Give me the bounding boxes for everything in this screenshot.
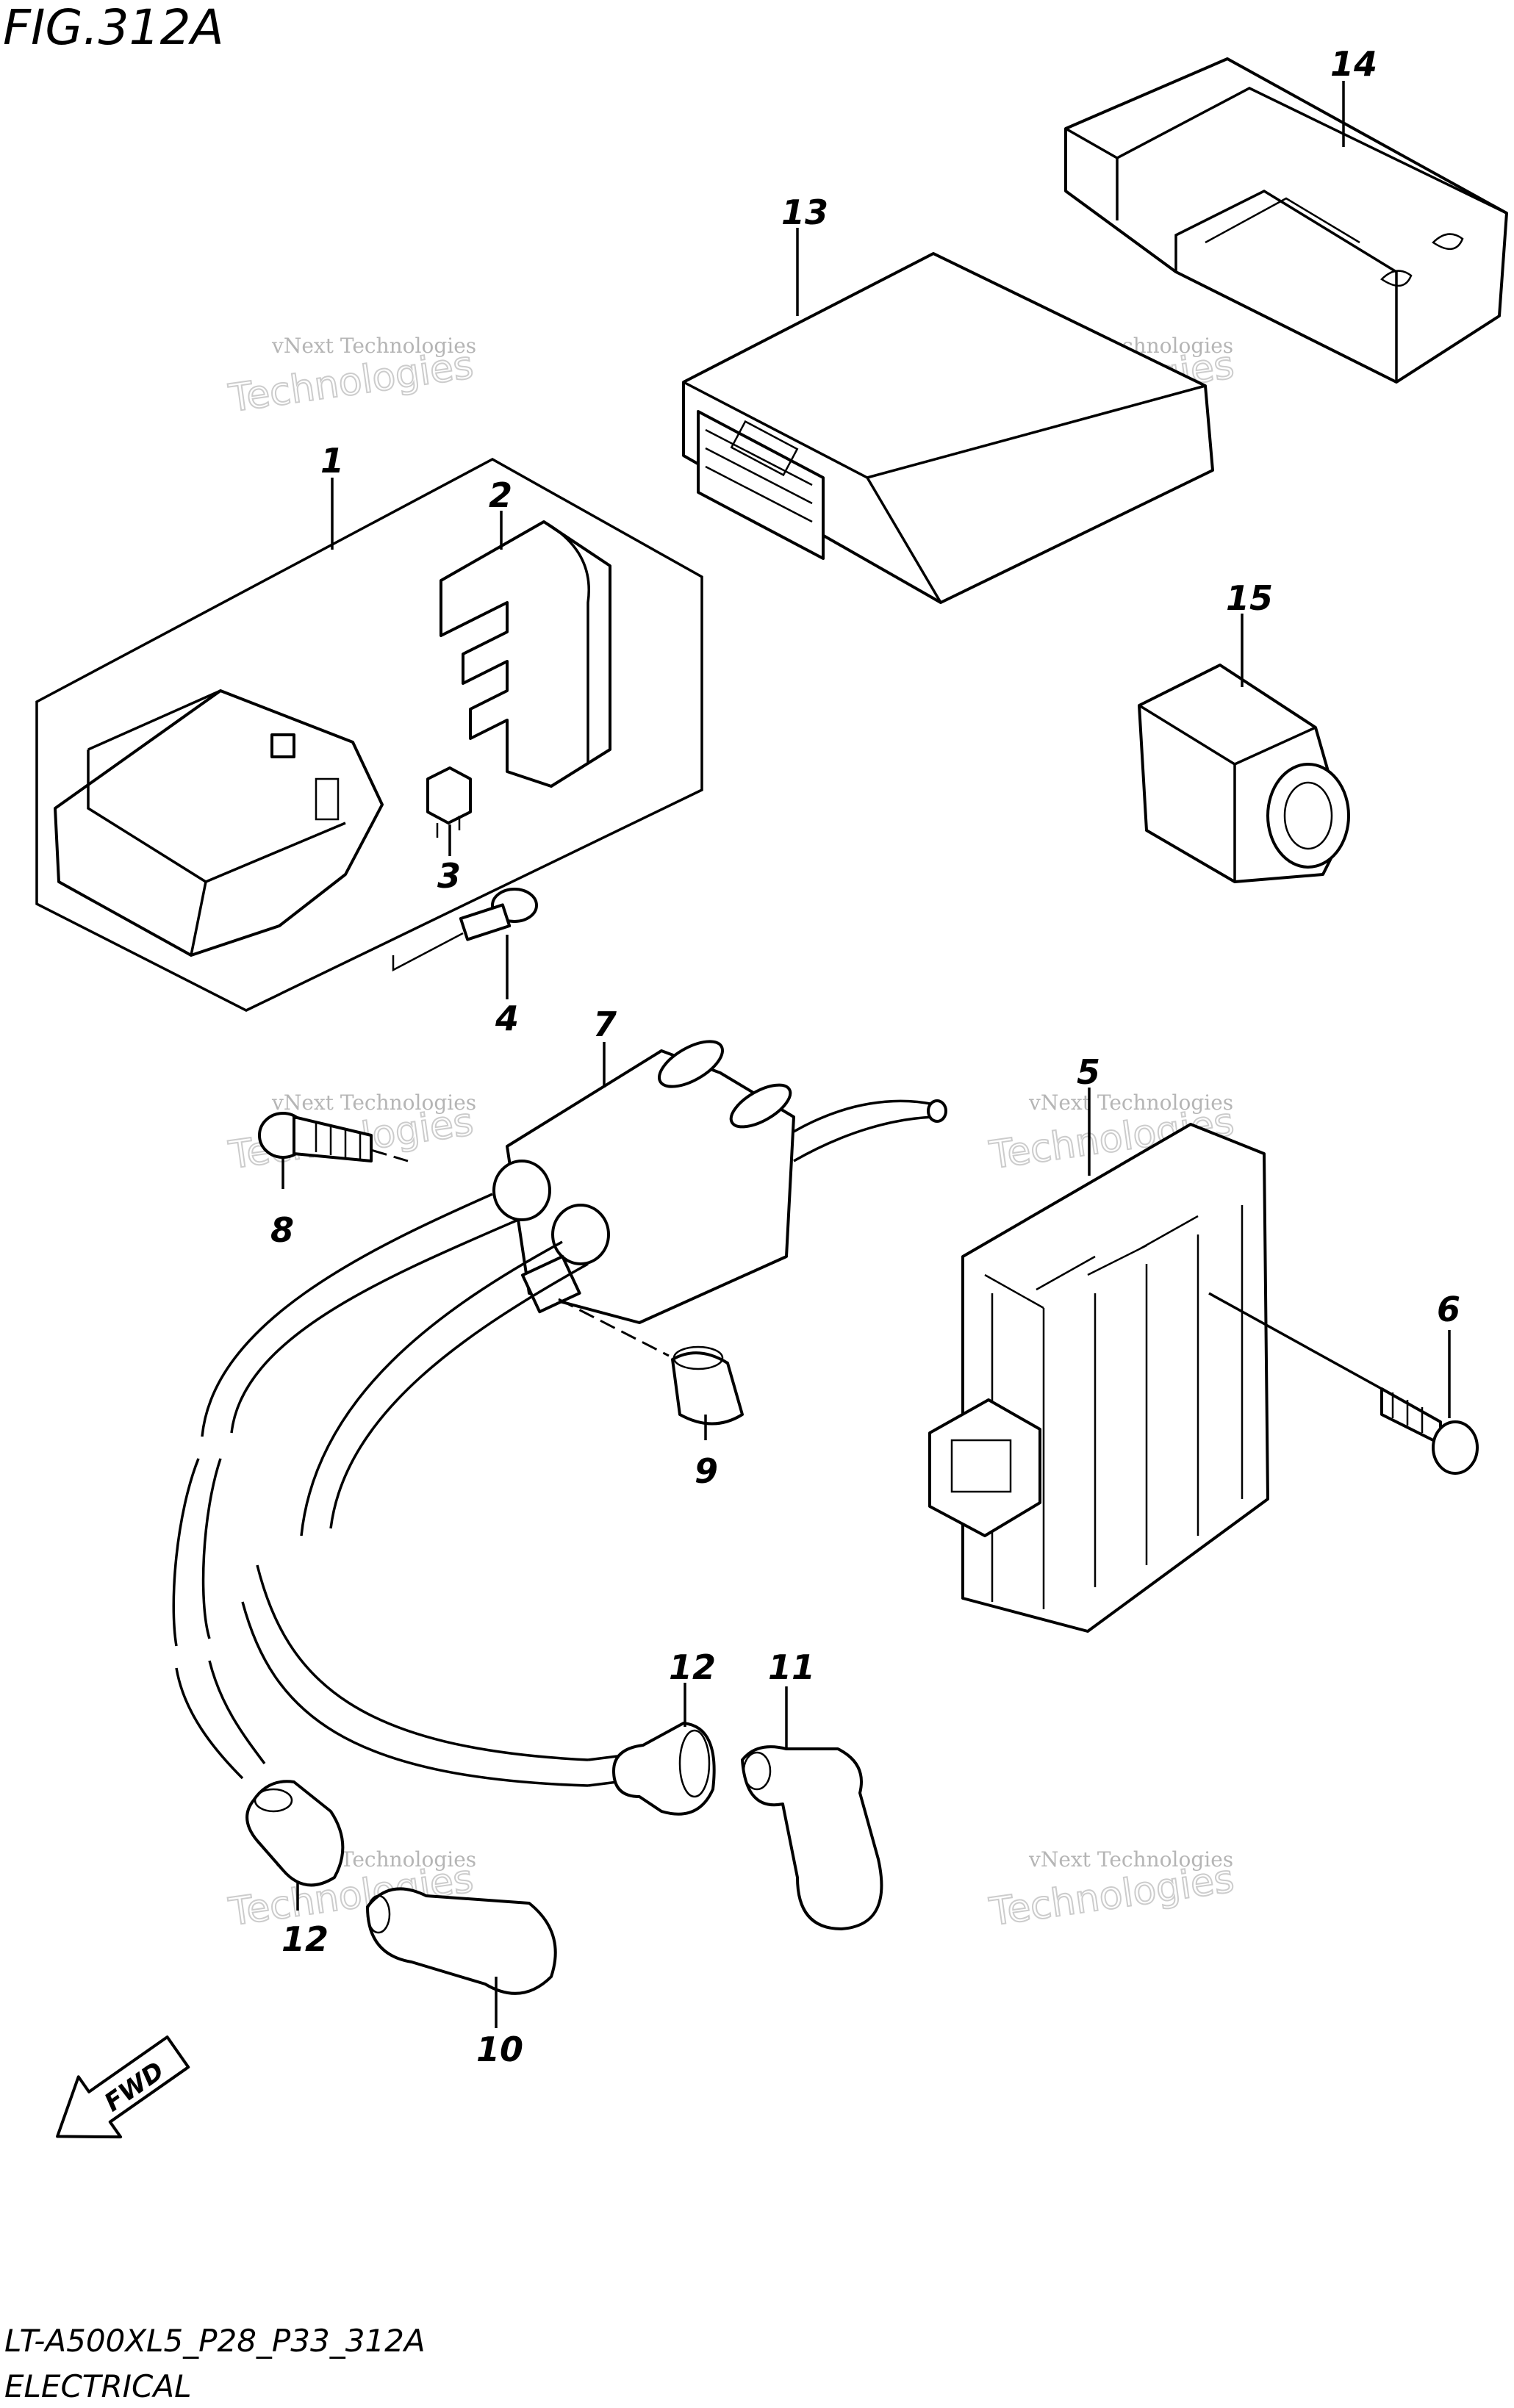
part-9-collar[interactable] xyxy=(671,1345,744,1426)
callout-5: 5 xyxy=(1077,1052,1100,1092)
part-8-bolt[interactable] xyxy=(258,1112,373,1162)
part-2-fuse-holder[interactable] xyxy=(440,520,611,788)
part-12-boot-seal[interactable] xyxy=(612,1722,716,1816)
callout-14: 14 xyxy=(1330,44,1377,84)
figure-code: LT-A500XL5_P28_P33_312A xyxy=(4,2323,426,2359)
part-1-starter-relay[interactable] xyxy=(54,689,384,957)
callout-1: 1 xyxy=(320,441,344,481)
callout-7: 7 xyxy=(593,1004,617,1044)
callout-9: 9 xyxy=(695,1451,718,1491)
part-13-ecm[interactable] xyxy=(682,252,1214,604)
part-7-ignition-coil[interactable] xyxy=(492,1032,797,1324)
figure-title: FIG.312A xyxy=(3,0,224,56)
watermark-text: vNext Technologies xyxy=(271,334,476,358)
figure-section: ELECTRICAL xyxy=(4,2368,191,2404)
part-10-plug-cap[interactable] xyxy=(366,1887,557,1995)
part-11-plug-cap[interactable] xyxy=(741,1745,883,1930)
fwd-arrow: FWD xyxy=(56,2035,190,2139)
part-12-boot-seal-left[interactable] xyxy=(245,1780,345,1887)
part-1-box xyxy=(35,458,703,1012)
callout-10: 10 xyxy=(476,2030,523,2069)
watermark-text: vNext Technologies xyxy=(1028,1847,1233,1872)
part-14-cover[interactable] xyxy=(1064,57,1508,384)
callout-2: 2 xyxy=(489,475,512,515)
watermark-text: vNext Technologies xyxy=(1028,1090,1233,1115)
callout-11: 11 xyxy=(768,1647,815,1687)
callout-12-left: 12 xyxy=(281,1919,329,1959)
callout-6: 6 xyxy=(1437,1290,1460,1329)
part-6-bolt[interactable] xyxy=(1380,1387,1479,1475)
callout-8: 8 xyxy=(270,1210,294,1250)
callout-13: 13 xyxy=(781,193,828,232)
part-4-screw[interactable] xyxy=(459,888,538,941)
part-15-relay[interactable] xyxy=(1138,664,1350,883)
callout-3: 3 xyxy=(437,856,461,896)
part-7-high-tension-wires xyxy=(172,1099,947,1787)
part-3-fuse[interactable] xyxy=(426,766,472,838)
callout-12-right: 12 xyxy=(669,1647,716,1687)
callout-15: 15 xyxy=(1226,578,1273,618)
callout-4: 4 xyxy=(495,999,519,1038)
part-5-regulator[interactable] xyxy=(928,1123,1269,1633)
watermark-text: vNext Technologies xyxy=(271,1090,476,1115)
